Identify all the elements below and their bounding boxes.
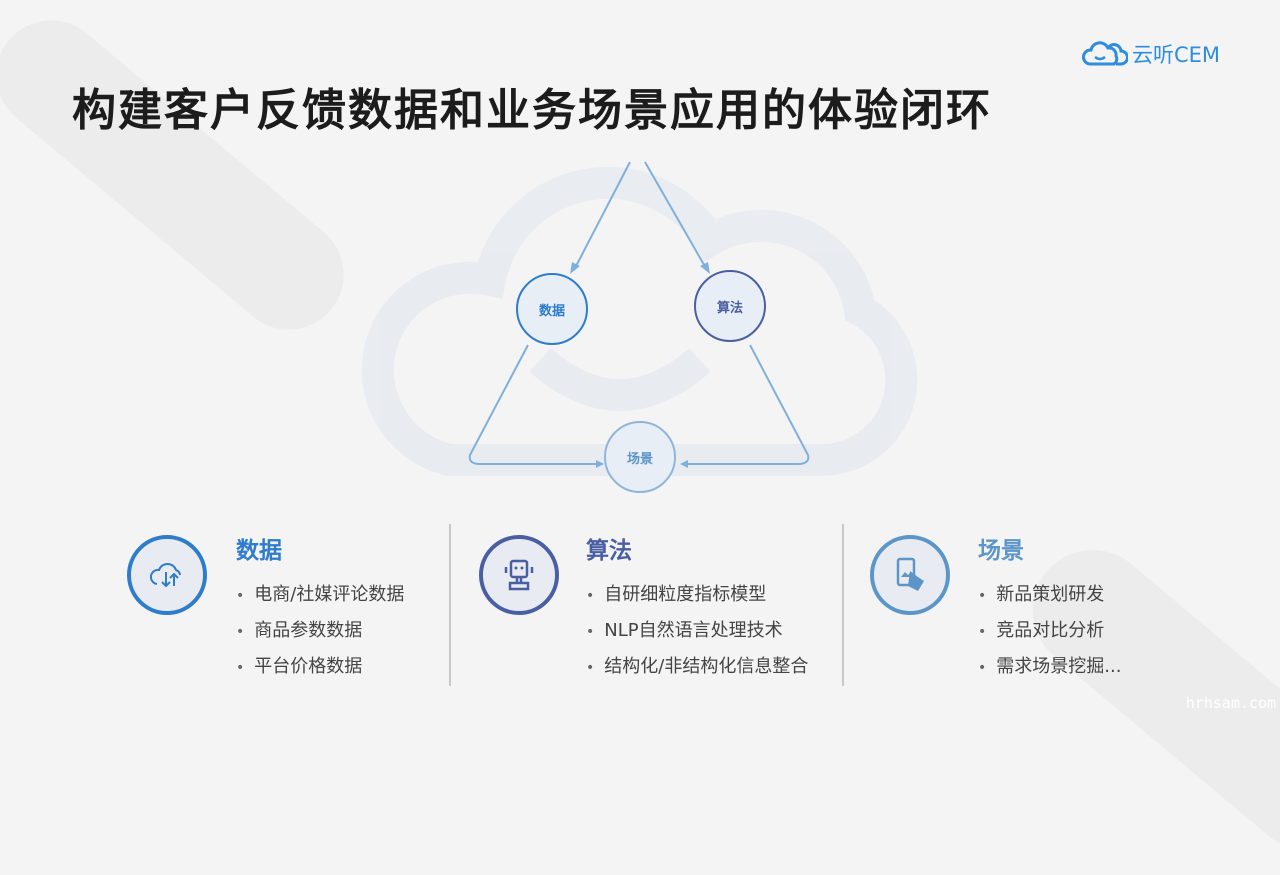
- list-item: 自研细粒度指标模型: [586, 577, 808, 613]
- list-item: 结构化/非结构化信息整合: [586, 649, 808, 685]
- list-item: 电商/社媒评论数据: [236, 577, 404, 613]
- cloud-chat-icon: [1082, 41, 1128, 66]
- list-item: 平台价格数据: [236, 649, 404, 685]
- list-item: 竞品对比分析: [978, 613, 1121, 649]
- arrow-top-left: [573, 161, 631, 271]
- page-title: 构建客户反馈数据和业务场景应用的体验闭环: [72, 85, 992, 136]
- list-item: 需求场景挖掘...: [978, 649, 1121, 685]
- algorithm-list: 自研细粒度指标模型 NLP自然语言处理技术 结构化/非结构化信息整合: [586, 577, 808, 685]
- algorithm-icon-circle: [479, 535, 559, 615]
- scene-list: 新品策划研发 竞品对比分析 需求场景挖掘...: [978, 577, 1121, 685]
- cycle-node-scene: 场景: [604, 421, 676, 493]
- cycle-diagram: [361, 161, 918, 477]
- cycle-node-data: 数据: [516, 273, 588, 345]
- arrow-top-right: [644, 161, 708, 271]
- robot-icon: [504, 559, 534, 591]
- list-item: NLP自然语言处理技术: [586, 613, 808, 649]
- arrow-right-bottom: [682, 344, 810, 465]
- logo-text: 云听CEM: [1132, 43, 1221, 67]
- list-item: 新品策划研发: [978, 577, 1121, 613]
- data-list: 电商/社媒评论数据 商品参数数据 平台价格数据: [236, 577, 404, 685]
- cloud-watermark: [361, 166, 918, 477]
- watermark: hrhsam.com: [1185, 694, 1276, 712]
- list-item: 商品参数数据: [236, 613, 404, 649]
- scene-icon-circle: [870, 535, 950, 615]
- divider: [449, 524, 451, 686]
- arrow-left-bottom: [468, 344, 600, 465]
- scene-heading: 场景: [978, 538, 1024, 564]
- logo: 云听CEM: [1082, 38, 1220, 70]
- cycle-node-algorithm: 算法: [694, 270, 766, 342]
- data-icon-circle: [127, 535, 207, 615]
- algorithm-heading: 算法: [586, 538, 632, 564]
- data-heading: 数据: [236, 538, 282, 564]
- cloud-upload-download-icon: [149, 563, 181, 588]
- divider: [842, 524, 844, 686]
- phone-hand-icon: [896, 557, 924, 591]
